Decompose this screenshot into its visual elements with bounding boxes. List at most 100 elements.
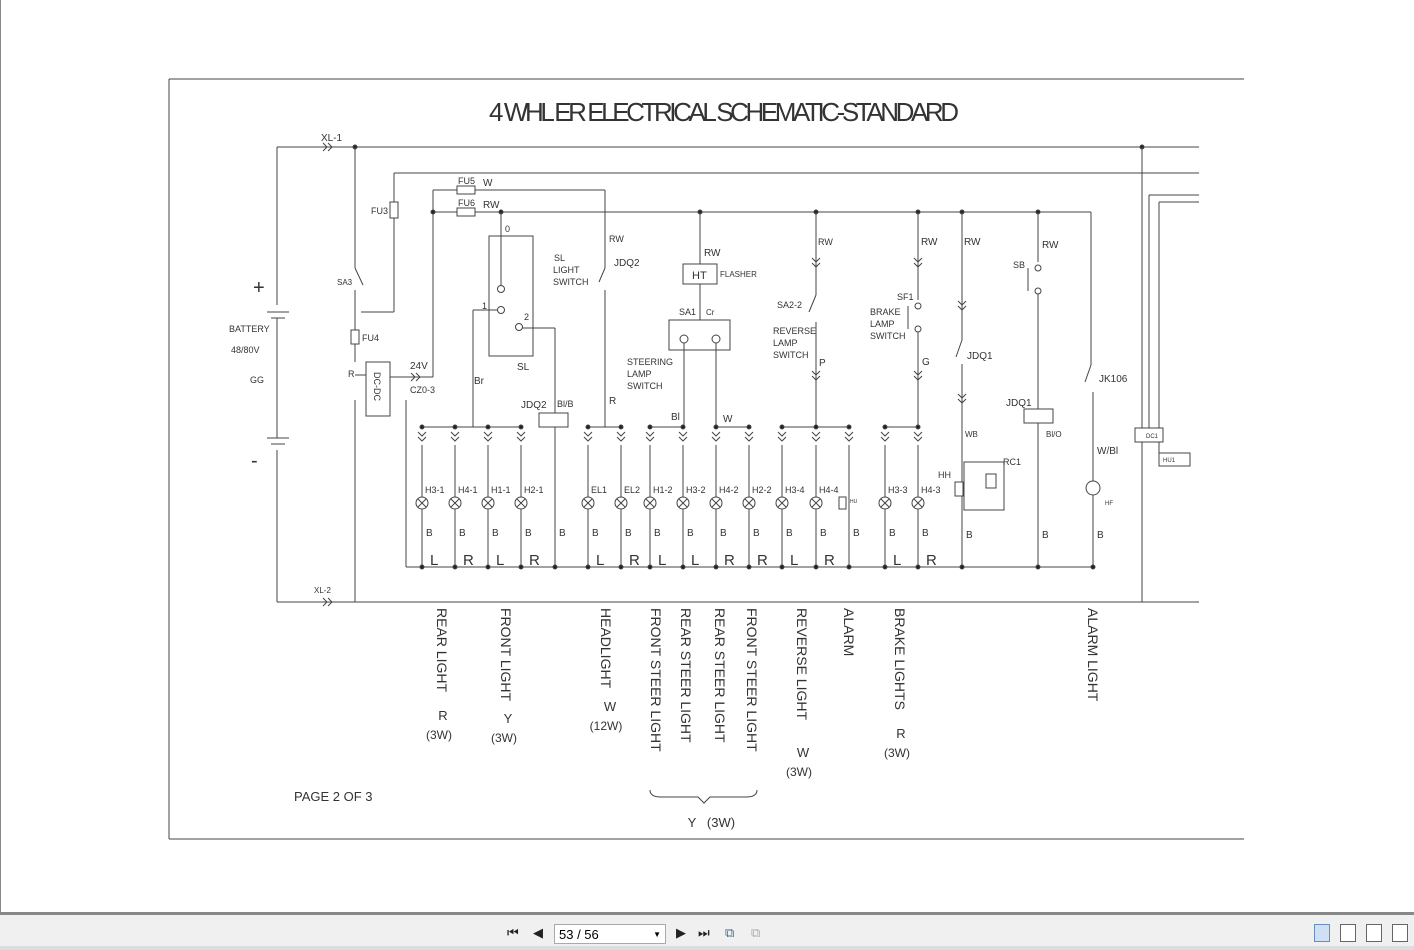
side-label: L [893,552,901,569]
junction-dot [779,564,785,570]
last-page-icon: ⏭ [698,925,710,940]
connector-arrow-icon [645,436,655,442]
label-minus: - [251,450,258,472]
junction-dot [618,424,624,430]
go-back-view-icon: ⧉ [725,925,735,940]
lamp-label: H3-2 [686,485,706,495]
junction-dot [915,564,921,570]
lamp-h3-1: H3-1L [415,485,445,569]
page-number-select[interactable]: 53 / 56▼ [554,924,666,944]
connector-arrow-icon [811,370,821,376]
rc1-resistor [985,473,997,489]
ground-label: B [492,528,499,539]
connector-arrow-icon [616,436,626,442]
junction-dot [419,424,425,430]
label-xl2: XL-2 [314,586,331,595]
label-fu5: FU5 [458,176,475,186]
junction-dot [452,564,458,570]
lamp-label: H3-3 [888,485,908,495]
label-cr: Cr [706,308,715,317]
connector-arrow-icon [957,398,967,404]
side-label: L [691,552,699,569]
connector-arrow-icon [583,436,593,442]
label-jdq1_sw: JDQ1 [967,351,993,362]
junction-dot [779,424,785,430]
lamp-label: H1-1 [491,485,511,495]
side-label: R [926,552,937,569]
next-page-button[interactable]: ▶ [676,923,686,943]
connector-arrow-icon [678,431,688,437]
lamp-label: H3-4 [785,485,805,495]
junction-dot [746,424,752,430]
circuit-power: (3W) [884,746,910,760]
circuit-name: REAR STEER LIGHT [678,608,694,743]
junction-dot [647,564,653,570]
junction-dot [585,564,591,570]
fu4-fuse [350,329,360,345]
side-label: R [757,552,768,569]
connector-arrow-icon [417,436,427,442]
side-label: L [496,552,504,569]
connector-arrow-icon [415,372,421,382]
continuous-facing-view-button[interactable] [1392,924,1408,942]
label-sf1: SF1 [897,292,914,302]
first-page-button[interactable]: ⏮ [507,923,519,943]
connector-arrow-icon [450,431,460,437]
junction-dot [680,564,686,570]
lamp-label: H4-1 [458,485,478,495]
page-label: PAGE 2 OF 3 [294,789,373,804]
single-page-view-button[interactable] [1314,924,1330,942]
lamp-label: H3-1 [425,485,445,495]
go-back-button[interactable]: ⧉ [725,923,734,943]
junction-dot [713,424,719,430]
lamp-h1-1: H1-1L [481,485,511,569]
junction-dot [746,564,752,570]
switch-contact [914,302,922,310]
junction-dot [618,564,624,570]
continuous-view-button[interactable] [1340,924,1356,942]
connector-arrow-icon [811,436,821,442]
ground-label: B [426,528,433,539]
junction-dot [452,424,458,430]
circuit-power: (3W) [426,728,452,742]
ground-label: B [753,528,760,539]
fu3-fuse [389,201,399,219]
go-forward-button[interactable]: ⧉ [751,923,760,943]
junction-dot [713,564,719,570]
label-blo: Bl/O [1046,430,1062,439]
switch-contact [679,334,689,344]
lamp-h2-2: H2-2R [742,485,772,569]
label-rev1: REVERSE [773,326,816,336]
label-brk1: BRAKE [870,307,901,317]
junction-dot [552,564,558,570]
document-viewport: 4 WHL ER ELECTRICAL SCHEMATIC-STANDARD B… [0,0,1244,912]
circuit-name: HEADLIGHT [598,608,614,689]
label-rc1: RC1 [1003,457,1021,467]
side-label: R [824,552,835,569]
jdq1-relay-coil [1023,408,1054,424]
prev-page-button[interactable]: ◀ [533,923,543,943]
next-page-icon: ▶ [676,925,686,940]
connector-arrow-icon [880,436,890,442]
label-sl_switch3: SWITCH [553,277,589,287]
last-page-button[interactable]: ⏭ [698,923,710,943]
label-dc1: DC1 [1146,434,1159,440]
connector-arrow-icon [645,431,655,437]
label-brk3: SWITCH [870,331,906,341]
steer-group-color: Y [688,815,697,830]
label-flasher: FLASHER [720,270,757,279]
lamp-h3-2: H3-2L [676,485,706,569]
ground-label: B [592,528,599,539]
go-forward-view-icon: ⧉ [751,925,761,940]
schematic-page: 4 WHL ER ELECTRICAL SCHEMATIC-STANDARD B… [168,78,1244,840]
sa3-switch [354,267,364,286]
facing-view-button[interactable] [1366,924,1382,942]
connector-arrow-icon [913,370,923,376]
label-plus: + [253,277,265,299]
connector-arrow-icon [777,436,787,442]
alarm-light-icon [1085,480,1101,496]
connector-arrow-icon [811,431,821,437]
switch-contact [914,325,922,333]
